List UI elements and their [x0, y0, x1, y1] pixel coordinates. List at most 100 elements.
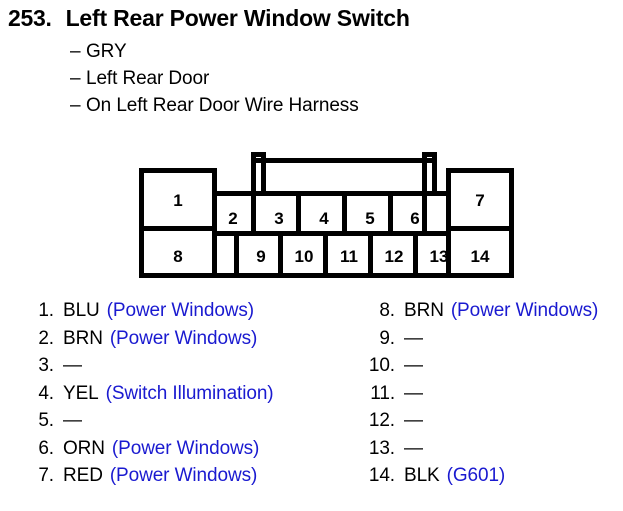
pin-number: 9. — [379, 327, 395, 349]
pin-number: 4. — [38, 382, 54, 404]
pin-empty-dash: — — [404, 437, 423, 459]
subline-location: –Left Rear Door — [70, 68, 209, 90]
pin-wire-color: RED — [63, 465, 103, 486]
pin-cell-11: 11 — [340, 247, 358, 266]
pin-list-item: 3. — — [14, 355, 344, 383]
pin-wire-color: BLU — [63, 300, 100, 321]
pin-circuit-label: (Switch Illumination) — [105, 382, 274, 404]
pin-cell-12: 12 — [384, 247, 404, 266]
connector-divider-9-10 — [278, 231, 283, 278]
pin-list-item: 13.— — [355, 438, 623, 466]
pin-list-item: 9.— — [355, 328, 623, 356]
pin-number: 11. — [370, 382, 395, 404]
connector-row-divider-right — [446, 226, 514, 231]
connector-latch-tab-left — [251, 152, 256, 196]
connector-divider-5-6 — [388, 191, 393, 236]
pin-number: 8. — [379, 300, 395, 321]
pin-cell-10: 10 — [294, 247, 314, 266]
pin-cell-8: 8 — [173, 247, 183, 266]
connector-outline-left-top — [139, 168, 217, 173]
title-text: Left Rear Power Window Switch — [65, 5, 410, 31]
connector-latch-tab-left-cap — [251, 152, 266, 157]
connector-latch-tab-left-inner — [261, 152, 266, 196]
pin-cell-9: 9 — [256, 247, 266, 266]
pin-list-item: 7. RED (Power Windows) — [14, 465, 344, 493]
pin-list-item: 6. ORN (Power Windows) — [14, 438, 344, 466]
subline-text: On Left Rear Door Wire Harness — [86, 95, 359, 116]
connector-outline-right-inner — [446, 168, 451, 278]
pin-cell-4: 4 — [319, 209, 329, 228]
pin-list-right: 8.BRN(Power Windows)9.—10.—11.—12.—13.—1… — [355, 300, 623, 493]
pin-list-left: 1.BLU(Power Windows)2.BRN(Power Windows)… — [14, 300, 344, 493]
pin-number: 5. — [38, 410, 54, 431]
connector-divider-3-4 — [296, 191, 301, 236]
pin-list-item: 10. — — [355, 355, 623, 383]
connector-latch-tab-right — [422, 152, 427, 196]
pin-number: 12. — [368, 410, 395, 431]
pin-cell-14: 14 — [470, 247, 490, 266]
pin-cell-5: 5 — [365, 209, 375, 228]
pin-cell-13: 13 — [429, 247, 449, 266]
pin-circuit-label: (Power Windows) — [111, 437, 260, 459]
dash-bullet-icon: – — [70, 68, 81, 89]
subline-text: GRY — [86, 41, 127, 62]
pin-circuit-label: (G601) — [446, 465, 506, 486]
connector-outline-right-top — [446, 168, 514, 173]
pin-cell-2: 2 — [228, 209, 238, 228]
pin-empty-dash: — — [63, 410, 82, 431]
pin-list-item: 4. YEL (Switch Illumination) — [14, 383, 344, 411]
connector-latch-tab-right-cap — [422, 152, 437, 157]
pin-list-item: 12. — — [355, 410, 623, 438]
pin-circuit-label: (Power Windows) — [106, 300, 255, 321]
connector-outline-right — [509, 168, 514, 278]
pin-list-item: 8. BRN (Power Windows) — [355, 300, 623, 328]
pin-cell-6: 6 — [410, 209, 420, 228]
dash-bullet-icon: – — [70, 41, 81, 62]
connector-divider-8-gap — [234, 231, 239, 278]
pin-cell-3: 3 — [274, 209, 284, 228]
pin-cell-7: 7 — [475, 191, 485, 210]
pin-number: 6. — [38, 437, 54, 459]
pin-circuit-label: (Power Windows) — [450, 300, 599, 321]
connector-outline-left-inner — [212, 168, 217, 278]
pin-wire-color: BRN — [404, 300, 444, 321]
connector-divider-10-11 — [323, 231, 328, 278]
connector-diagram: 1 2 3 4 5 6 7 8 9 10 11 12 13 14 — [139, 148, 514, 278]
pin-empty-dash: — — [404, 410, 423, 431]
connector-latch-tab-right-inner — [432, 152, 437, 196]
connector-midrow-top-edge — [212, 191, 451, 196]
subline-text: Left Rear Door — [86, 68, 210, 89]
pin-list-item: 11. — — [355, 383, 623, 411]
connector-divider-11-12 — [368, 231, 373, 278]
connector-row-divider-mid — [212, 231, 451, 236]
pin-wire-color: BRN — [63, 327, 103, 349]
pin-number: 1. — [38, 300, 54, 321]
pin-wire-color: BLK — [404, 465, 440, 486]
pin-empty-dash: — — [63, 355, 82, 376]
pin-circuit-label: (Power Windows) — [109, 327, 258, 349]
pin-number: 14. — [368, 465, 395, 486]
title-number: 253. — [8, 5, 52, 31]
pin-circuit-label: (Power Windows) — [109, 465, 258, 486]
pin-list-item: 2. BRN (Power Windows) — [14, 328, 344, 356]
pin-number: 10. — [368, 355, 395, 376]
pin-empty-dash: — — [404, 382, 423, 404]
pin-number: 3. — [38, 355, 54, 376]
pin-number: 2. — [38, 327, 54, 349]
connector-divider-2-3 — [251, 191, 256, 236]
pin-wire-color: ORN — [63, 437, 105, 459]
connector-divider-6-end — [422, 191, 427, 236]
subline-connector-color: –GRY — [70, 41, 127, 63]
pin-list-item: 5. — — [14, 410, 344, 438]
subline-harness: –On Left Rear Door Wire Harness — [70, 95, 359, 117]
pin-cell-1: 1 — [173, 191, 183, 210]
pin-list-item: 14. BLK (G601) — [355, 465, 623, 493]
page-title: 253. Left Rear Power Window Switch — [8, 5, 410, 32]
pin-number: 7. — [38, 465, 54, 486]
pin-empty-dash: — — [404, 355, 423, 376]
dash-bullet-icon: – — [70, 95, 81, 116]
connector-divider-12-13 — [413, 231, 418, 278]
pin-wire-color: YEL — [63, 382, 99, 404]
connector-latch-bar — [254, 158, 434, 163]
pin-list-item: 1. BLU (Power Windows) — [14, 300, 344, 328]
